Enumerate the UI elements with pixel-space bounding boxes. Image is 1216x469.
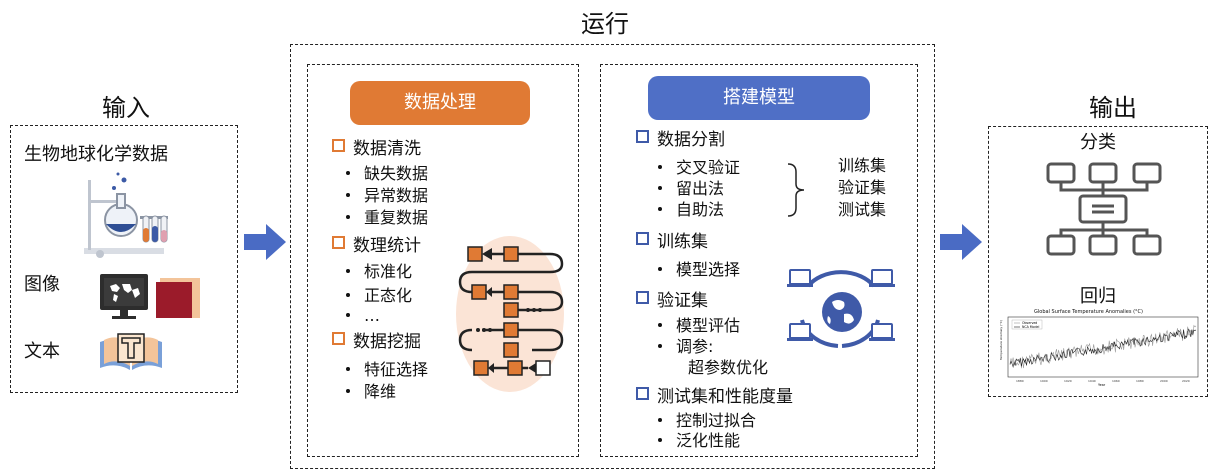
section-train: 训练集 (636, 232, 708, 251)
processing-header: 数据处理 (350, 81, 530, 125)
chart-xlabel: Year (1098, 383, 1106, 387)
processing-panel (307, 64, 579, 457)
regression-chart: Observed NCA Model Temperature Anomaly (… (999, 316, 1199, 387)
list-item: 自助法 (658, 202, 724, 218)
arrow-right-icon (244, 224, 286, 260)
legend-observed: Observed (1022, 321, 1037, 325)
lab-flask-icon (84, 172, 168, 258)
pipeline-flow-icon (456, 236, 564, 392)
input-biogeochem-label: 生物地球化学数据 (24, 144, 168, 165)
output-title: 输出 (1089, 94, 1137, 122)
list-item: 缺失数据 (346, 166, 428, 182)
section-cleaning: 数据清洗 (332, 139, 421, 158)
list-item: 留出法 (658, 181, 724, 197)
run-title: 运行 (581, 10, 629, 38)
x-tick: 2020 (1182, 379, 1190, 383)
section-data-split: 数据分割 (636, 130, 725, 149)
list-item: 模型选择 (658, 262, 740, 278)
output-box (988, 126, 1208, 397)
list-item: 正态化 (346, 288, 412, 304)
section-valid: 验证集 (636, 291, 708, 310)
section-statistics: 数理统计 (332, 236, 421, 255)
set-valid-label: 验证集 (838, 178, 887, 197)
list-item: 标准化 (346, 264, 412, 280)
input-title: 输入 (102, 94, 150, 122)
x-tick: 1920 (1064, 379, 1072, 383)
arrow-right-icon (940, 224, 982, 260)
list-item: … (346, 308, 380, 324)
valid-sub-label: 超参数优化 (688, 358, 769, 377)
list-item: 模型评估 (658, 318, 740, 334)
x-tick: 1980 (1136, 379, 1144, 383)
modeling-header: 搭建模型 (648, 76, 870, 120)
classification-tree-icon (1046, 162, 1162, 256)
list-item: 调参: (658, 339, 713, 355)
monitor-image-icon (100, 274, 200, 319)
list-item: 控制过拟合 (658, 413, 756, 429)
book-text-icon (100, 333, 162, 370)
set-train-label: 训练集 (838, 156, 887, 175)
list-item: 特征选择 (346, 362, 428, 378)
list-item: 重复数据 (346, 210, 428, 226)
classify-label: 分类 (1080, 132, 1116, 153)
brace-icon (787, 163, 805, 217)
input-text-label: 文本 (24, 341, 60, 362)
regression-label: 回归 (1080, 286, 1116, 307)
list-item: 泛化性能 (658, 433, 740, 449)
list-item: 异常数据 (346, 188, 428, 204)
x-tick: 1940 (1088, 379, 1096, 383)
x-tick: 1900 (1040, 379, 1048, 383)
chart-title: Global Surface Temperature Anomalies (°C… (1034, 309, 1143, 315)
network-globe-icon (787, 269, 895, 348)
x-tick: 1960 (1112, 379, 1120, 383)
set-test-label: 测试集 (838, 200, 887, 219)
input-image-label: 图像 (24, 274, 60, 295)
section-test: 测试集和性能度量 (636, 387, 793, 406)
chart-ylabel: Temperature Anomaly (°C) (999, 320, 1003, 361)
section-mining: 数据挖掘 (332, 332, 421, 351)
input-box (10, 125, 238, 393)
list-item: 交叉验证 (658, 160, 740, 176)
x-tick: 2000 (1160, 379, 1168, 383)
modeling-panel (600, 64, 918, 457)
x-tick: 1880 (1016, 379, 1024, 383)
list-item: 降维 (346, 384, 396, 400)
legend-model: NCA Model (1022, 325, 1039, 329)
